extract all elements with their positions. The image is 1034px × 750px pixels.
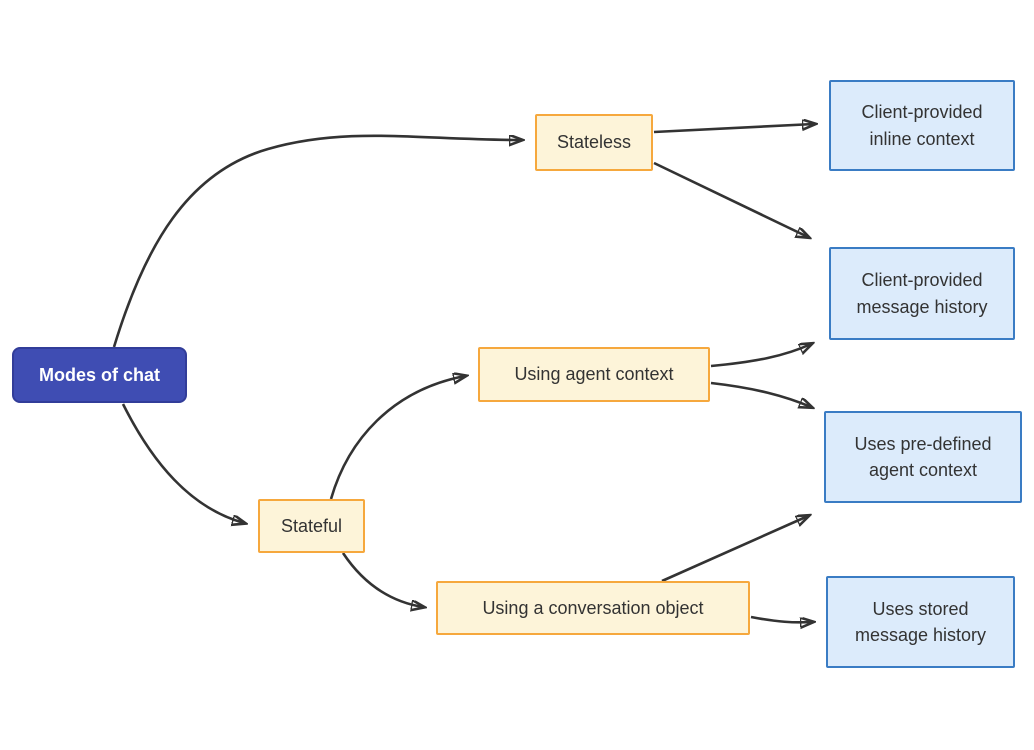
node-client-provided-inline-context: Client-provided inline context: [829, 80, 1015, 171]
edge-modes-of-chat-to-stateless: [112, 134, 521, 348]
edge-using-agent-context-to-client-provided-message-history: [710, 344, 811, 368]
node-stateless: Stateless: [535, 114, 653, 171]
edge-stateless-to-client-provided-message-history: [653, 161, 808, 237]
node-label: Stateful: [280, 515, 343, 536]
node-label: Modes of chat: [38, 364, 160, 385]
node-stateful: Stateful: [258, 499, 365, 553]
edge-using-agent-context-to-uses-pre-defined-agent-context: [710, 381, 811, 407]
node-modes-of-chat: Modes of chat: [12, 347, 187, 403]
node-using-a-conversation-object: Using a conversation object: [436, 581, 750, 635]
node-uses-stored-message-history: Uses stored message history: [826, 576, 1015, 668]
edge-using-a-conversation-object-to-uses-pre-defined-agent-context: [661, 516, 808, 583]
edge-stateful-to-using-a-conversation-object: [341, 552, 423, 607]
node-using-agent-context: Using agent context: [478, 347, 710, 402]
node-label: Client-provided inline context: [861, 102, 983, 149]
edge-using-a-conversation-object-to-uses-stored-message-history: [750, 615, 812, 622]
edge-modes-of-chat-to-stateful: [121, 403, 244, 523]
node-label: Uses pre-defined agent context: [854, 433, 992, 480]
edge-stateless-to-client-provided-inline-context: [653, 124, 814, 134]
node-label: Stateless: [556, 132, 632, 153]
node-label: Client-provided message history: [856, 270, 988, 317]
node-label: Uses stored message history: [854, 598, 987, 645]
node-client-provided-message-history: Client-provided message history: [829, 247, 1015, 340]
node-label: Using agent context: [514, 364, 674, 385]
edge-stateful-to-using-agent-context: [329, 376, 465, 500]
node-uses-pre-defined-agent-context: Uses pre-defined agent context: [824, 411, 1022, 503]
node-label: Using a conversation object: [482, 597, 704, 618]
